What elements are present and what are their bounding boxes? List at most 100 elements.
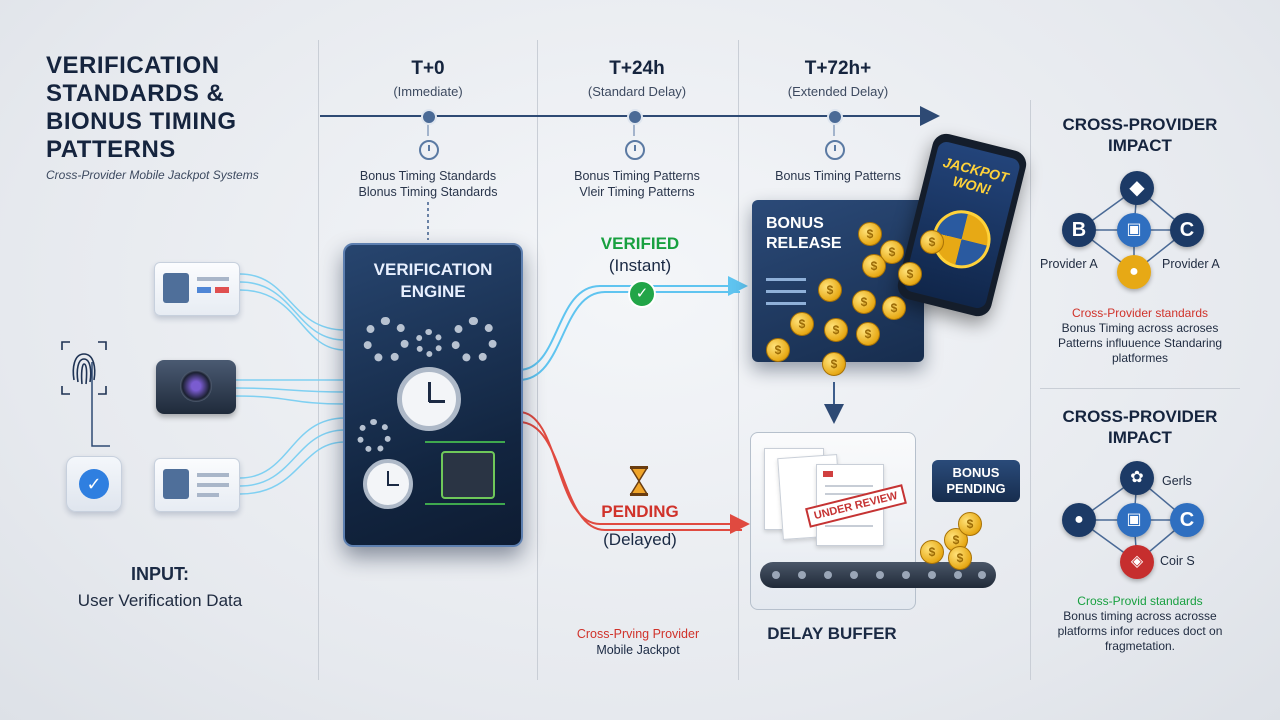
clock-icon [397,367,461,431]
timeline-note-t72: Bonus Timing Patterns [738,168,938,184]
clock-icon [825,140,845,160]
chip-icon [441,451,495,499]
column-divider [537,40,538,680]
timeline-t0: T+0 (Immediate) [328,58,528,99]
device-icon: ▣ [1117,503,1151,537]
coin-icon: $ [898,262,922,286]
timeline-sub: (Standard Delay) [587,84,687,99]
provider-label: Gerls [1162,474,1192,488]
diamond-icon: ◆ [1120,171,1154,205]
pending-sub: (Delayed) [603,530,677,549]
coin-icon: $ [852,290,876,314]
coin-icon: $ [822,352,846,376]
timeline-sub: (Extended Delay) [787,84,889,99]
user-icon: ● [1062,503,1096,537]
provider-label: Coir S [1160,554,1195,568]
check-icon: ✓ [628,280,656,308]
note-line: Mobile Jackpot [596,643,680,657]
gear-icon [415,329,443,357]
camera-icon [156,360,236,414]
coin-icon: $ [856,322,880,346]
input-sub: User Verification Data [77,591,243,610]
clock-icon [625,140,645,160]
hourglass-icon [628,466,650,496]
shield-icon: ◈ [1120,545,1154,579]
verification-engine: VERIFICATION ENGINE [343,243,523,547]
impact-title: CROSS-PROVIDER IMPACT [1062,115,1218,155]
timeline-t72: T+72h+ (Extended Delay) [738,58,938,99]
note-line: Bonus Timing Patterns [775,169,901,183]
delay-buffer-label: DELAY BUFFER [767,624,897,643]
note-line: Cross-Prving Provider [576,627,700,641]
timeline-label: T+72h+ [804,58,872,79]
impact-note: Cross-Provid standards Bonus timing acro… [1030,594,1250,654]
timeline-node [627,109,643,125]
fingerprint-icon [58,340,110,396]
timeline-node [827,109,843,125]
verified-sub: (Instant) [608,256,672,275]
coin-icon: $ [862,254,886,278]
column-divider [318,40,319,680]
hub-icon: ✿ [1120,461,1154,495]
coin-icon: $ [882,296,906,320]
column-divider [1030,100,1031,680]
engine-label: VERIFICATION ENGINE [373,260,493,301]
timeline-note-t0: Bonus Timing Standards Blonus Timing Sta… [328,168,528,200]
timeline-label: T+24h [609,58,665,79]
pending-label: PENDING [601,502,679,521]
timeline-sub: (Immediate) [393,84,463,99]
verified-status: VERIFIED (Instant) ✓ [570,234,710,308]
note-line: platforms infor reduces doct on [1057,624,1223,638]
provider-label: Provider A [1040,257,1098,271]
id-card-icon [154,458,240,512]
note-line: Bonus Timing Patterns [574,169,700,183]
provider-c-node: C [1170,503,1204,537]
device-icon: ▣ [1117,213,1151,247]
provider-c-node: C [1170,213,1204,247]
jackpot-text: JACKPOT WON! [941,153,1011,198]
coin-icon: $ [766,338,790,362]
input-label: INPUT: [131,564,189,584]
coin-icon: $ [958,512,982,536]
clock-icon [363,459,413,509]
column-divider [738,40,739,680]
coin-icon: $ [824,318,848,342]
bonus-release-label: BONUS RELEASE [766,215,842,252]
gear-icon [363,317,409,363]
coin-icon: $ [858,222,882,246]
coin-icon: $ [790,312,814,336]
pending-status: PENDING (Delayed) [570,502,710,550]
note-line: Blonus Timing Standards [358,185,498,199]
impact-note: Cross-Provider standards Bonus Timing ac… [1030,306,1250,366]
note-line: Patterns influuence Standaring [1057,336,1223,350]
section-divider [1040,388,1240,389]
coin-icon: $ [920,230,944,254]
verified-check-icon: ✓ [66,456,122,512]
timeline-label: T+0 [411,58,445,79]
id-card-icon [154,262,240,316]
note-line: Cross-Provid standards [1077,594,1203,608]
note-line: Bonus Timing Standards [359,169,497,183]
verified-label: VERIFIED [600,234,680,253]
gear-icon [451,317,497,363]
user-icon: ● [1117,255,1151,289]
coin-icon: $ [948,546,972,570]
note-line: Vleir Timing Patterns [579,185,695,199]
note-line: Bonus timing across acrosse [1063,609,1217,623]
coin-icon: $ [880,240,904,264]
provider-b-node: B [1062,213,1096,247]
bottom-note: Cross-Prving Provider Mobile Jackpot [540,626,736,658]
timeline-node [421,109,437,125]
page-subtitle: Cross-Provider Mobile Jackpot Systems [46,168,259,182]
note-line: platformes [1111,351,1169,365]
note-line: Bonus Timing across acroses [1061,321,1219,335]
note-line: fragmetation. [1104,639,1176,653]
coin-icon: $ [818,278,842,302]
impact-title: CROSS-PROVIDER IMPACT [1062,407,1218,447]
gear-icon [357,419,391,453]
timeline-t24: T+24h (Standard Delay) [537,58,737,99]
input-caption: INPUT: User Verification Data [60,564,260,611]
page-title: VERIFICATION STANDARDS & BIONUS TIMING P… [46,52,237,163]
bonus-pending-badge: BONUS PENDING [932,460,1020,502]
coin-icon: $ [920,540,944,564]
